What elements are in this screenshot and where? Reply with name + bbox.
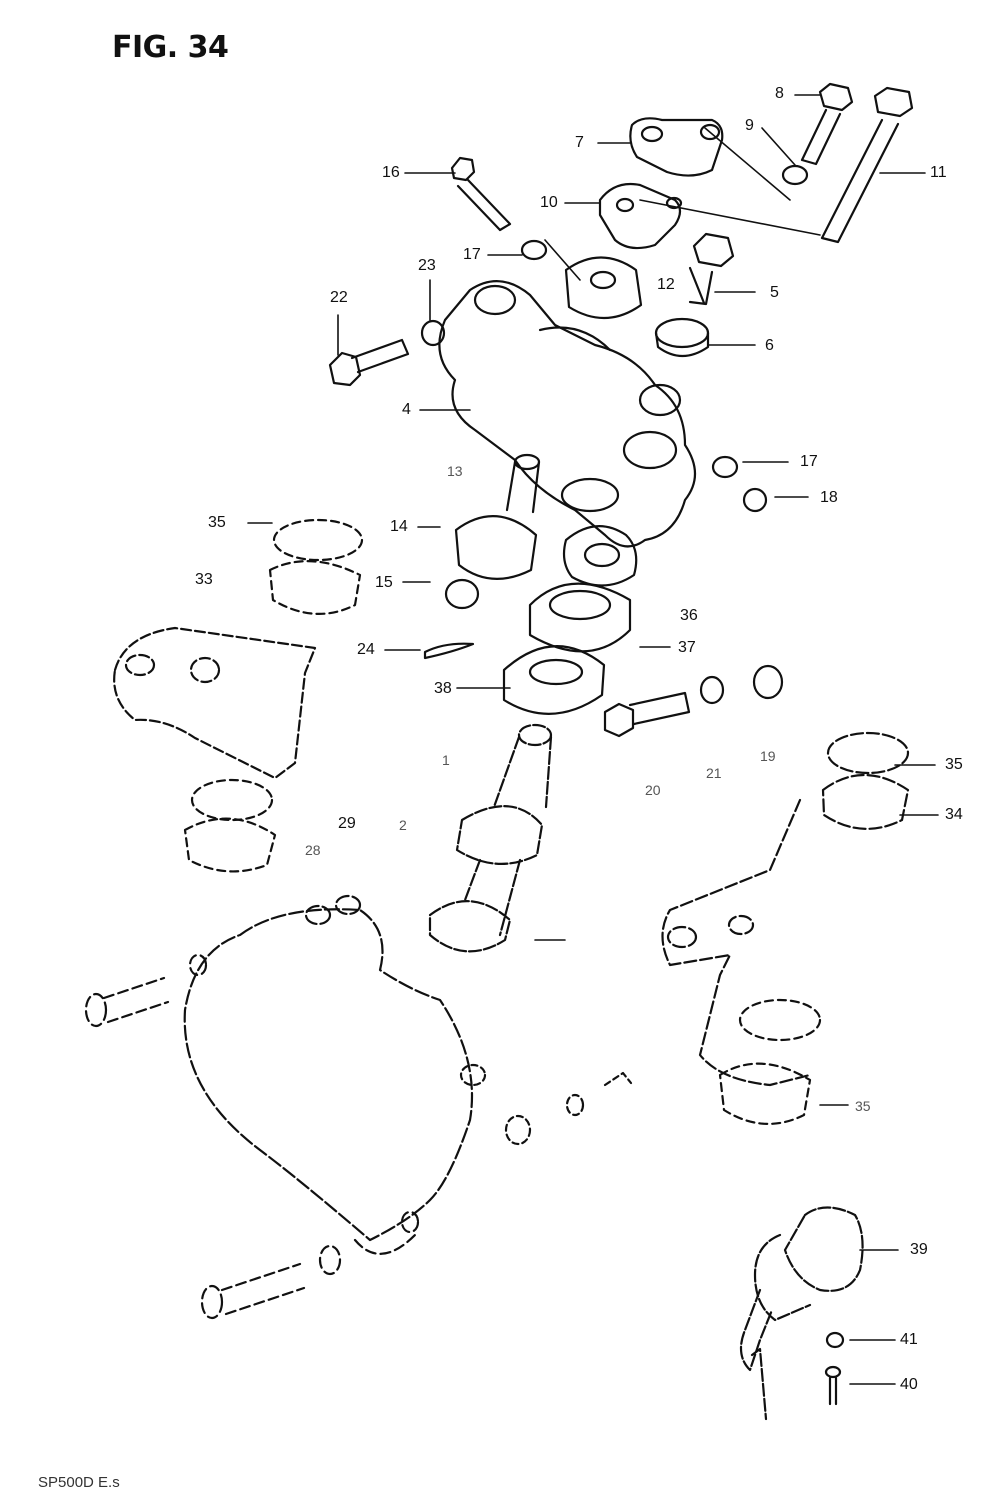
part-40-screw [824,1365,842,1406]
callout-18: 18 [820,489,838,506]
part-right-bracket [661,731,910,1087]
part-11-long-bolt [820,86,914,244]
part-left-bracket [113,626,317,780]
callout-10: 10 [540,194,558,211]
callout-21: 21 [706,765,722,781]
callout-22: 22 [330,289,348,306]
callout-9: 9 [745,117,754,134]
callout-5: 5 [770,284,779,301]
leader-lines [247,94,939,1385]
callout-1: 1 [442,752,450,768]
callout-16: 16 [382,164,400,181]
part-1-steering-stem [428,723,553,953]
part-9-washer [781,164,809,186]
part-8-bolt [800,82,854,166]
callout-15: 15 [375,574,393,591]
callout-39: 39 [910,1241,928,1258]
callout-33: 33 [195,571,213,588]
part-21-washer [699,675,725,705]
part-37-bearing [528,582,632,653]
callout-23: 23 [418,257,436,274]
part-41-washer [825,1331,845,1349]
part-17-washer [520,239,548,261]
part-14-grommet [454,515,538,580]
callout-19: 19 [760,748,776,764]
callout-28: 28 [305,842,321,858]
part-35-left-rubber [268,518,364,615]
part-24-cotter-pin [423,642,475,660]
figure-title: FIG. 34 [112,30,229,65]
part-20-bolt [603,691,691,738]
part-small-fasteners [459,1063,633,1146]
callout-14: 14 [390,518,408,535]
callout-35-right: 35 [945,756,963,773]
callout-40: 40 [900,1376,918,1393]
callout-20: 20 [645,782,661,798]
part-lower-pivot-bolt [200,1210,420,1320]
callout-11: 11 [930,164,947,181]
part-35-lower-right-rubber [718,998,822,1125]
part-15-collar [444,578,480,610]
callout-35-lower: 35 [855,1098,871,1114]
callout-7: 7 [575,134,584,151]
part-lower-bracket [183,894,474,1242]
part-28-rubber [183,778,277,873]
callout-34: 34 [945,806,963,823]
part-36-nut [562,525,638,587]
callout-37: 37 [678,639,696,656]
callout-12: 12 [657,276,675,293]
callout-2: 2 [399,817,407,833]
part-23-washer [420,319,446,347]
callout-35-left: 35 [208,514,226,531]
part-left-pivot-bolt [84,953,208,1028]
part-6-spacer [654,317,710,358]
callout-4: 4 [402,401,411,418]
part-10-clamp [598,182,683,250]
callout-38: 38 [434,680,452,697]
part-4-bracket [438,280,697,548]
part-12-bolt [688,232,735,306]
part-13-pin [505,453,541,514]
callout-41: 41 [900,1331,918,1348]
part-17b-washer [711,455,739,479]
part-7-clamp-cap [629,117,724,177]
part-16-bolt [450,156,512,232]
callout-8: 8 [775,85,784,102]
callout-17-right: 17 [800,453,818,470]
part-22-bolt [328,338,410,387]
footer-code: SP500D E.s [38,1474,120,1491]
callout-24: 24 [357,641,375,658]
part-damper-top [564,256,643,320]
callout-29: 29 [338,815,356,832]
callout-17-top: 17 [463,246,481,263]
part-19-clip [752,664,784,700]
callout-6: 6 [765,337,774,354]
part-39-lock [739,1206,864,1421]
callout-13: 13 [447,463,463,479]
part-38-race [502,645,606,715]
part-18-nut [742,487,768,513]
callout-36: 36 [680,607,698,624]
